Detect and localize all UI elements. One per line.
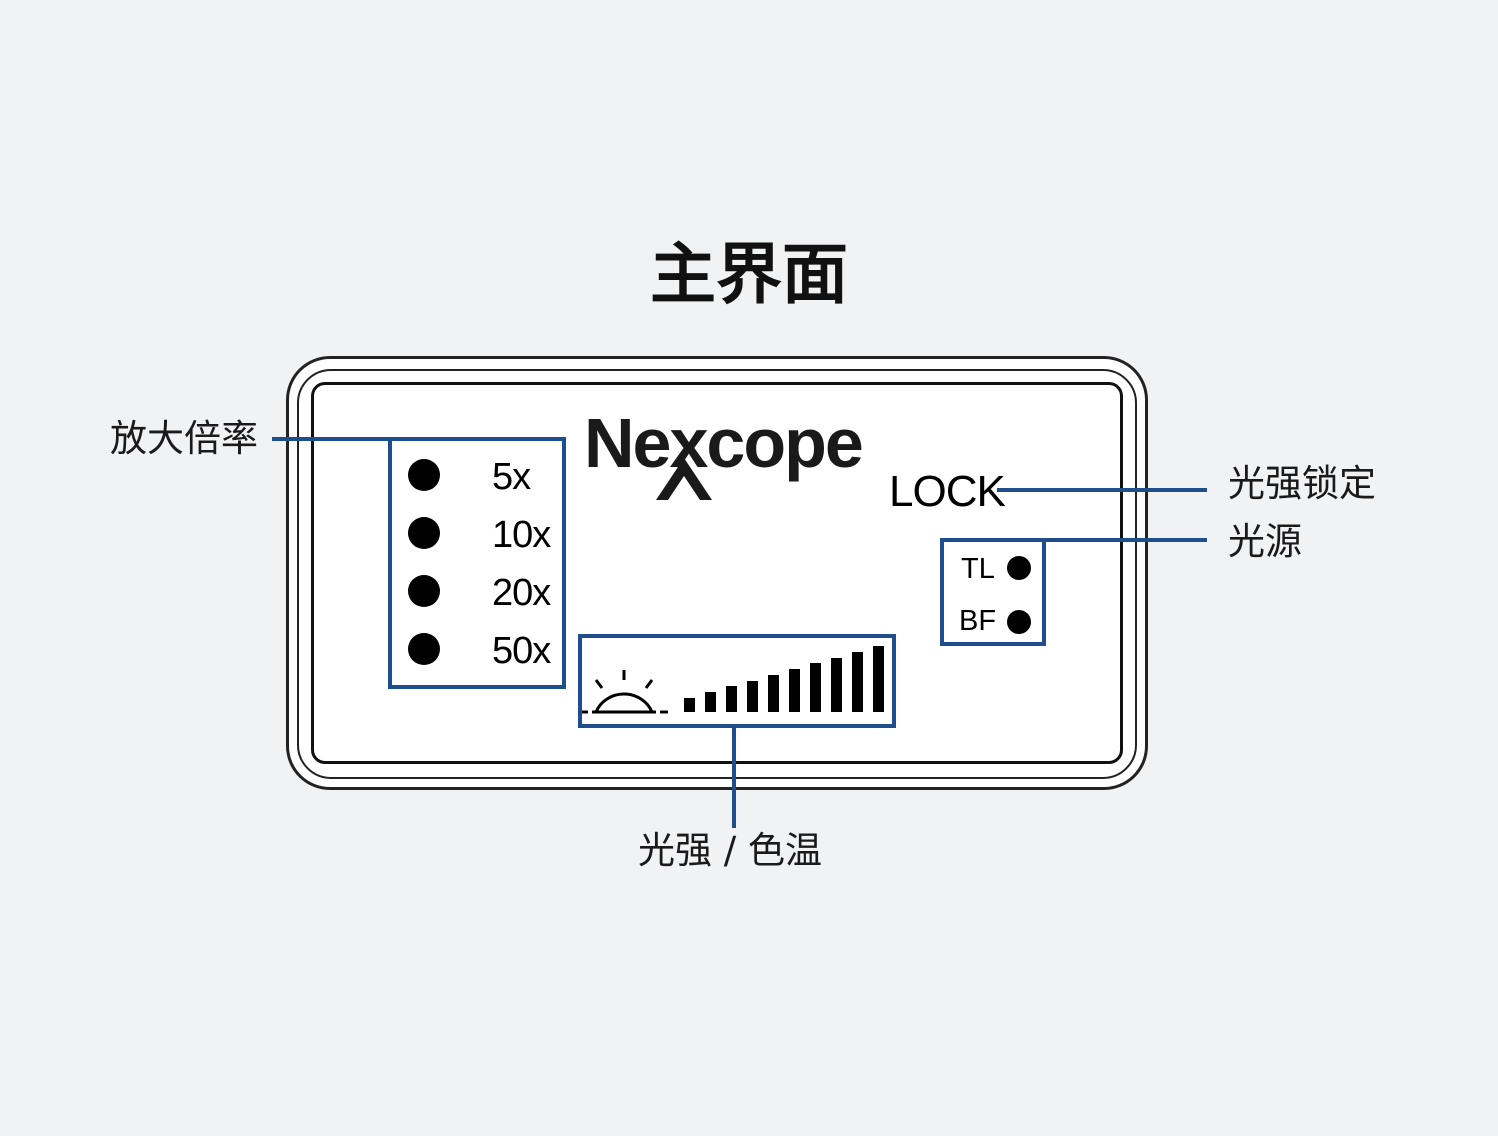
device-bezel [297, 369, 1137, 779]
magnification-dot-5x [408, 459, 440, 491]
intensity-bar [852, 651, 863, 712]
intensity-bar [768, 674, 779, 712]
light-source-label-tl: TL [961, 553, 995, 585]
callout-source: 光源 [1228, 520, 1302, 563]
sun-rising-icon [582, 670, 668, 714]
callout-magnification: 放大倍率 [110, 417, 258, 460]
intensity-bar [726, 686, 737, 712]
callout-lock: 光强锁定 [1228, 462, 1376, 505]
magnification-label-50x: 50x [492, 630, 551, 672]
intensity-bar [747, 680, 758, 712]
callout-line-source [1044, 538, 1207, 542]
callout-line-intensity [732, 726, 736, 828]
light-source-group-highlight [940, 538, 1046, 646]
intensity-bar [873, 646, 884, 712]
magnification-label-5x: 5x [492, 456, 531, 498]
light-source-dot-bf [1007, 610, 1031, 634]
intensity-bar [831, 657, 842, 712]
magnification-dot-50x [408, 633, 440, 665]
intensity-bar [810, 663, 821, 712]
light-source-label-bf: BF [959, 605, 997, 637]
callout-line-lock [997, 488, 1207, 492]
callout-line-magnification [272, 437, 390, 441]
brand-logo-text: Nexcope [584, 404, 864, 482]
magnification-group-highlight [388, 437, 566, 689]
intensity-bar [705, 692, 716, 712]
intensity-group-highlight [578, 634, 896, 728]
display-screen [311, 382, 1123, 764]
page-title: 主界面 [650, 236, 848, 313]
magnification-dot-20x [408, 575, 440, 607]
intensity-bar [789, 669, 800, 712]
intensity-bar [684, 698, 695, 712]
lock-indicator: LOCK [889, 467, 1006, 516]
callout-intensity-color-temp: 光强 / 色温 [638, 829, 822, 872]
magnification-dot-10x [408, 517, 440, 549]
brand-mark-icon [656, 458, 712, 500]
magnification-label-20x: 20x [492, 572, 551, 614]
light-source-dot-tl [1007, 556, 1031, 580]
magnification-label-10x: 10x [492, 514, 551, 556]
